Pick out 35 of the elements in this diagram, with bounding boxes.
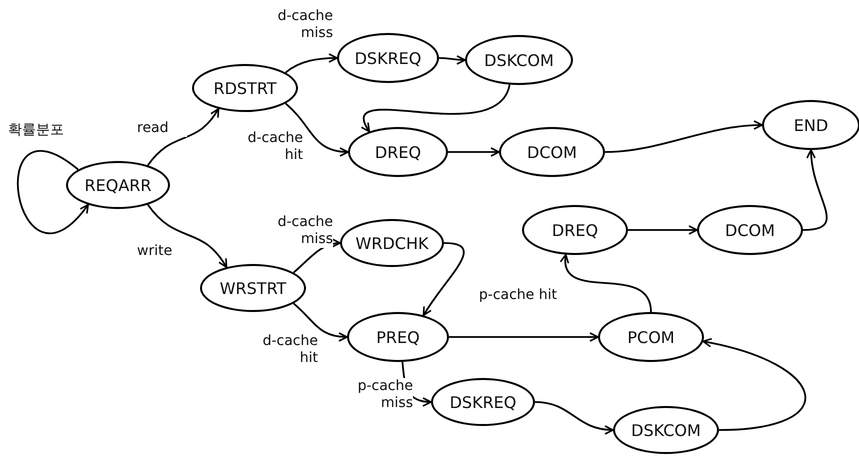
- arrow: [628, 225, 698, 235]
- state-label: REQARR: [84, 176, 152, 194]
- state-label: RDSTRT: [213, 78, 277, 98]
- arrow: [534, 401, 614, 434]
- self-loop-arrow: [17, 150, 89, 234]
- state-label: END: [794, 116, 828, 134]
- edge-label: read: [137, 120, 187, 137]
- arrow: [604, 120, 763, 153]
- arrow: [361, 84, 510, 132]
- state-label: DCOM: [725, 220, 775, 240]
- edge-label: p-cache hit: [477, 287, 557, 304]
- arrow: [285, 53, 338, 74]
- state-label: DREQ: [374, 142, 422, 162]
- state-ellipse: [762, 100, 859, 150]
- state-label: DSKCOM: [484, 50, 554, 70]
- arrow: [285, 102, 349, 156]
- arrow: [449, 332, 599, 342]
- arrow: [147, 108, 220, 166]
- arrow: [448, 147, 500, 157]
- arrow: [438, 55, 466, 65]
- state-label: PCOM: [627, 328, 675, 346]
- state-label: WRSTRT: [220, 278, 286, 298]
- arrow: [422, 242, 465, 316]
- arrow: [802, 149, 828, 231]
- arrow: [560, 254, 652, 312]
- state-label: DREQ: [552, 220, 598, 240]
- state-label: DSKREQ: [450, 392, 516, 412]
- arrow: [147, 204, 228, 268]
- arrow: [702, 338, 806, 431]
- arrow: [293, 302, 348, 342]
- state-label: PREQ: [376, 328, 420, 346]
- state-label: DSKCOM: [631, 420, 701, 440]
- state-label: DCOM: [527, 142, 577, 162]
- state-label: DSKREQ: [354, 48, 422, 68]
- state-label: WRDCHK: [356, 234, 428, 252]
